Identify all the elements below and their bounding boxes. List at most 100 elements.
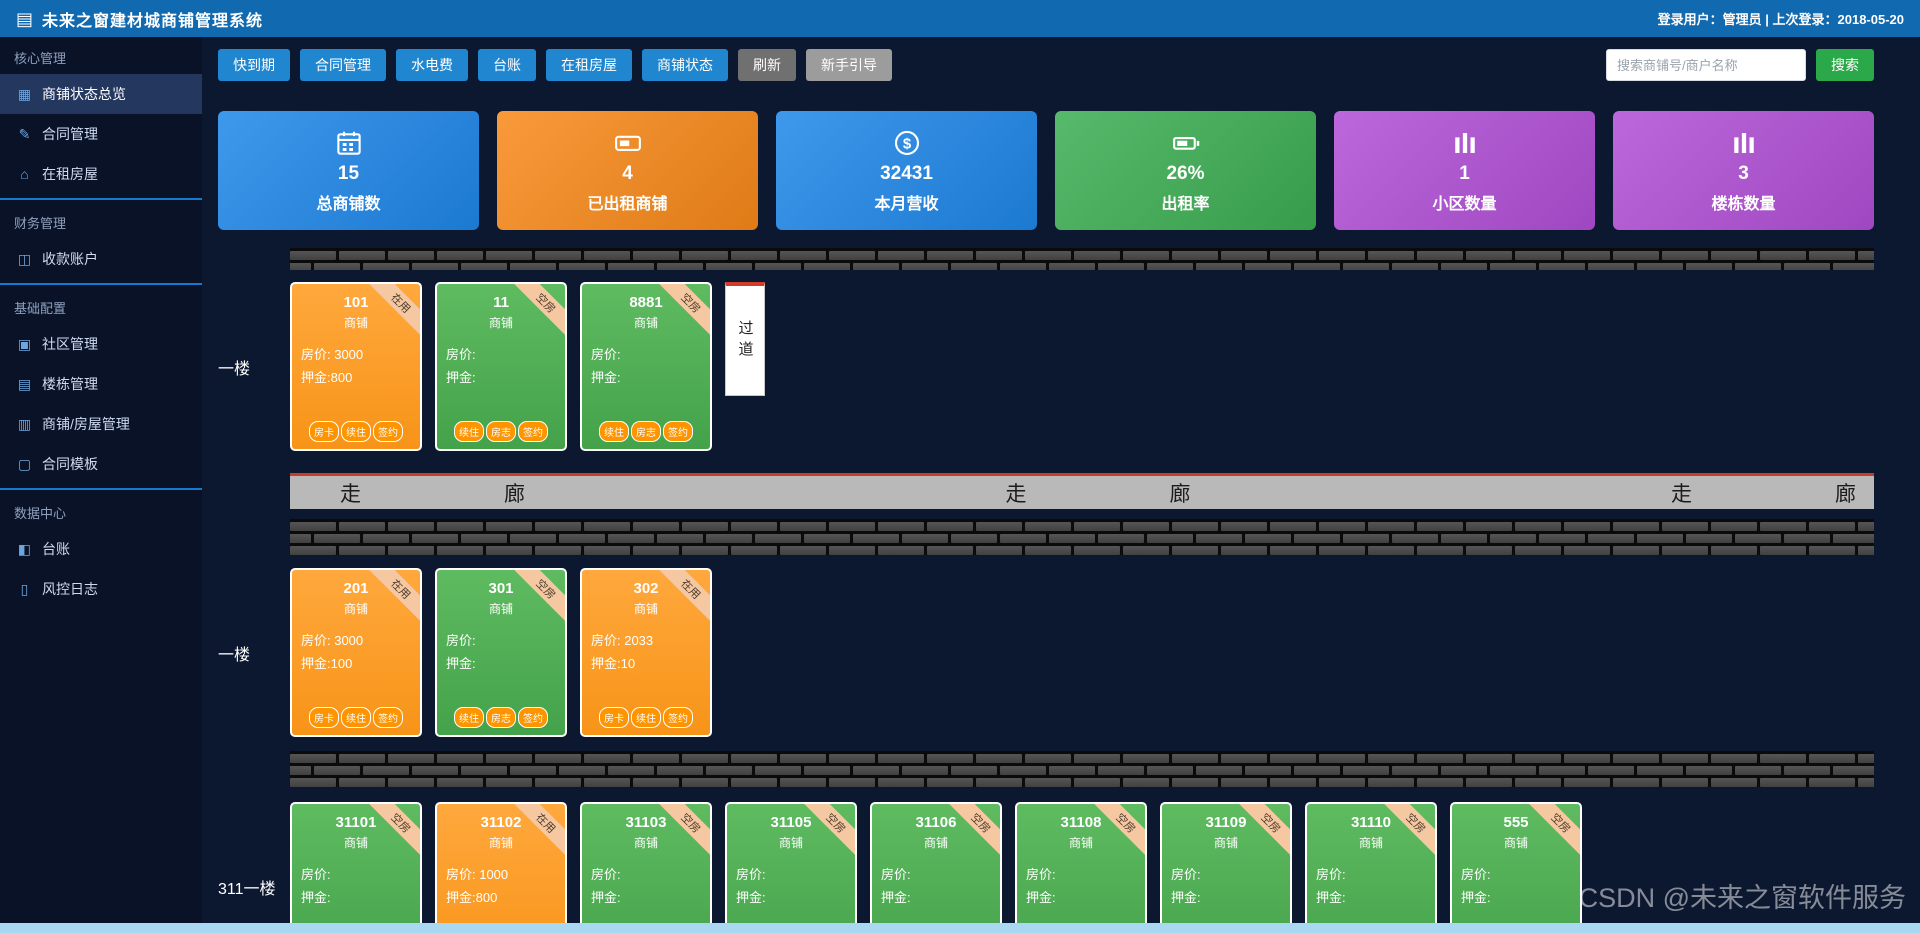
brick xyxy=(1662,546,1708,555)
sidebar-item[interactable]: ◫收款账户 xyxy=(0,239,202,279)
shop-type-label: 商铺 xyxy=(488,602,513,616)
brick xyxy=(1613,778,1659,787)
brick xyxy=(1588,534,1634,543)
sidebar-item[interactable]: ▥商铺/房屋管理 xyxy=(0,404,202,444)
sidebar-item[interactable]: ✎合同管理 xyxy=(0,114,202,154)
sidebar-item[interactable]: ⌂在租房屋 xyxy=(0,154,202,194)
search-button[interactable]: 搜索 xyxy=(1816,49,1874,81)
search-input[interactable] xyxy=(1606,49,1806,81)
shop-action-chip[interactable]: 续住 xyxy=(454,707,484,728)
brick xyxy=(780,754,826,763)
brick-row xyxy=(290,778,1874,787)
shop-deposit: 押金: xyxy=(1026,890,1056,905)
brick xyxy=(1172,522,1218,531)
brick-row xyxy=(290,251,1874,260)
shop-action-chip[interactable]: 续住 xyxy=(341,421,371,442)
brick xyxy=(657,263,703,270)
shop-action-chip[interactable]: 签约 xyxy=(518,707,548,728)
building-icon: ▤ xyxy=(17,375,32,392)
brick xyxy=(1270,251,1316,260)
shop-action-chip[interactable]: 续住 xyxy=(341,707,371,728)
shop-action-chip[interactable]: 签约 xyxy=(663,707,693,728)
shop-action-chip[interactable]: 签约 xyxy=(373,421,403,442)
sidebar-item[interactable]: ◧台账 xyxy=(0,529,202,569)
shop-price: 房价: 1000 xyxy=(446,867,509,882)
shop-action-chip[interactable]: 签约 xyxy=(373,707,403,728)
brick xyxy=(1858,522,1874,531)
brick xyxy=(584,546,630,555)
shop-price: 房价: xyxy=(591,347,621,362)
brick xyxy=(976,251,1022,260)
shop-action-chip[interactable]: 续住 xyxy=(454,421,484,442)
sidebar-item[interactable]: ▣社区管理 xyxy=(0,324,202,364)
brick xyxy=(314,766,360,775)
sidebar-item[interactable]: ▢合同模板 xyxy=(0,444,202,484)
shop-action-chip[interactable]: 房志 xyxy=(486,421,516,442)
shop-status-ribbon: 空房 xyxy=(1232,804,1290,862)
toolbar-button[interactable]: 新手引导 xyxy=(806,49,892,81)
sidebar-item[interactable]: ▤楼栋管理 xyxy=(0,364,202,404)
shop-price: 房价: xyxy=(1461,867,1491,882)
brick xyxy=(1858,778,1874,787)
brick xyxy=(1049,766,1095,775)
toolbar-button[interactable]: 台账 xyxy=(478,49,536,81)
shop-action-chip[interactable]: 续住 xyxy=(599,421,629,442)
toolbar-button[interactable]: 刷新 xyxy=(738,49,796,81)
brick xyxy=(951,263,997,270)
shop-action-chip[interactable]: 房卡 xyxy=(309,707,339,728)
toolbar-button[interactable]: 快到期 xyxy=(218,49,290,81)
toolbar-button[interactable]: 在租房屋 xyxy=(546,49,632,81)
shop-action-chip[interactable]: 房卡 xyxy=(309,421,339,442)
shop-action-chip[interactable]: 房志 xyxy=(631,421,661,442)
brick xyxy=(1221,754,1267,763)
brick xyxy=(1466,754,1512,763)
sidebar-item[interactable]: ▦商铺状态总览 xyxy=(0,74,202,114)
contract-icon: ✎ xyxy=(18,125,31,142)
brick xyxy=(1564,754,1610,763)
brick xyxy=(1466,522,1512,531)
toolbar-button[interactable]: 水电费 xyxy=(396,49,468,81)
stat-value: 1 xyxy=(1459,162,1470,184)
shop-action-chip[interactable]: 房卡 xyxy=(599,707,629,728)
brick xyxy=(1417,251,1463,260)
brick xyxy=(486,522,532,531)
shop-action-chip[interactable]: 签约 xyxy=(663,421,693,442)
sidebar-section-header: 基础配置 xyxy=(14,301,67,316)
shop-deposit: 押金: xyxy=(591,890,621,905)
brick xyxy=(1809,546,1855,555)
toolbar-button[interactable]: 合同管理 xyxy=(300,49,386,81)
house-icon: ⌂ xyxy=(20,166,29,182)
sidebar-item[interactable]: ▯风控日志 xyxy=(0,569,202,609)
brick xyxy=(657,766,703,775)
horizontal-scrollbar[interactable] xyxy=(0,923,1920,933)
toolbar-button[interactable]: 商铺状态 xyxy=(642,49,728,81)
shop-action-chip[interactable]: 签约 xyxy=(518,421,548,442)
shop-status-ribbon: 空房 xyxy=(1522,804,1580,862)
shop-action-chip[interactable]: 房志 xyxy=(486,707,516,728)
brick xyxy=(1760,522,1806,531)
brick xyxy=(1833,263,1874,270)
brick xyxy=(1760,251,1806,260)
toolbar-buttons: 快到期合同管理水电费台账在租房屋商铺状态刷新新手引导 xyxy=(218,49,892,81)
brick xyxy=(1711,546,1757,555)
shop-action-chip[interactable]: 续住 xyxy=(631,707,661,728)
brick xyxy=(1539,263,1585,270)
brick xyxy=(461,534,507,543)
